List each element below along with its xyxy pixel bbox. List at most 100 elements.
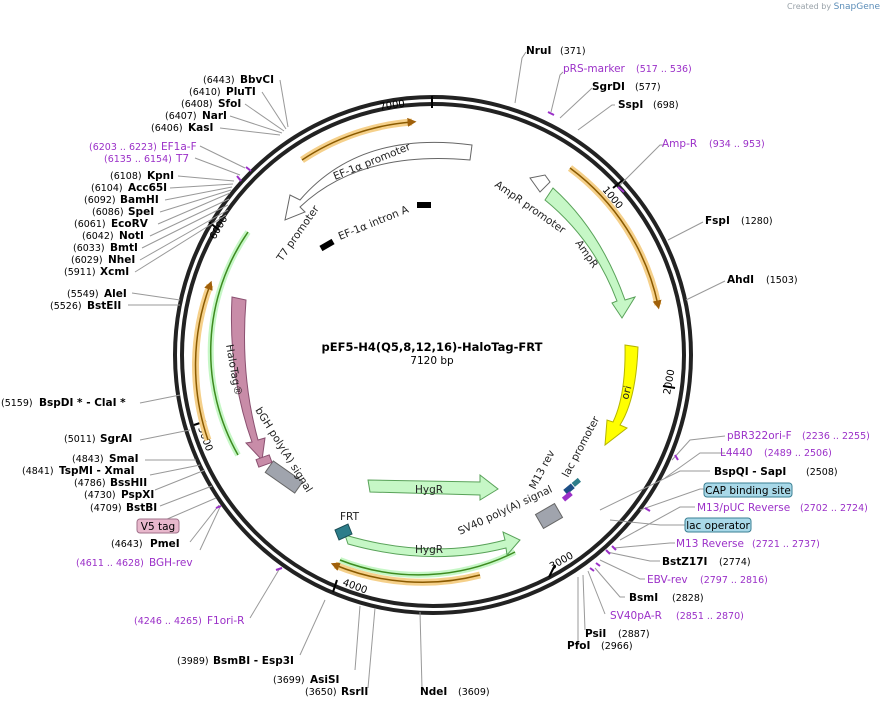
enzyme-nari[interactable]: NarI (202, 110, 227, 122)
primer-prs-marker-range: (517 .. 536) (636, 64, 692, 75)
enzyme-asisi[interactable]: AsiSI (310, 674, 339, 686)
lac-operator-box[interactable] (684, 517, 752, 533)
enzyme-acc65i[interactable]: Acc65I (128, 182, 167, 194)
primer-pbr322ori-f-range: (2236 .. 2255) (802, 431, 870, 442)
hygr-arrow-2[interactable] (344, 531, 521, 558)
v5-tag-label: V5 tag (141, 521, 175, 533)
enzyme-bstbi[interactable]: BstBI (126, 502, 157, 514)
enzyme-sfoi[interactable]: SfoI (218, 98, 241, 110)
frt-block[interactable] (334, 523, 353, 541)
ampr-promoter-arrow[interactable] (529, 174, 551, 193)
sv40-polya-block[interactable] (534, 502, 564, 530)
enzyme-acc65i-pos: (6104) (91, 183, 123, 194)
primer-sv40pa-r[interactable]: SV40pA-R (610, 610, 662, 622)
ef1a-intron-mark (417, 202, 431, 208)
enzyme-bsmbi-esp3i-pos: (3989) (177, 656, 209, 667)
enzyme-kpni[interactable]: KpnI (147, 170, 174, 182)
enzyme-rsrii[interactable]: RsrII (341, 686, 368, 698)
enzyme-bstbi-pos: (4709) (90, 503, 122, 514)
enzyme-spei-pos: (6086) (92, 207, 124, 218)
ampr-arrow[interactable] (544, 187, 637, 319)
enzyme-bstz17i[interactable]: BstZ17I (662, 556, 707, 568)
plasmid-length: 7120 bp (410, 355, 454, 367)
enzyme-bspdi-clai[interactable]: BspDI * - ClaI * (39, 397, 126, 409)
enzyme-psii[interactable]: PsiI (585, 628, 606, 640)
enzyme-nhei-pos: (6029) (71, 255, 103, 266)
misc-feature-arcs (192, 117, 662, 586)
enzyme-noti-pos: (6042) (82, 231, 114, 242)
enzyme-kasi[interactable]: KasI (188, 122, 213, 134)
enzyme-ahdi[interactable]: AhdI (727, 274, 754, 286)
enzyme-kpni-pos: (6108) (110, 171, 142, 182)
snapgene-branding: Created by SnapGene (787, 2, 880, 12)
enzyme-sgrdi[interactable]: SgrDI (592, 81, 625, 93)
enzyme-nhei[interactable]: NheI (108, 254, 135, 266)
enzyme-pmei-pos: (4643) (111, 539, 143, 550)
enzyme-fspi[interactable]: FspI (705, 215, 730, 227)
enzyme-pfoi[interactable]: PfoI (567, 640, 590, 652)
enzyme-bmti[interactable]: BmtI (110, 242, 138, 254)
enzyme-ndei[interactable]: NdeI (420, 686, 447, 698)
enzyme-bbvci[interactable]: BbvCI (240, 74, 274, 86)
enzyme-bsmi[interactable]: BsmI (629, 592, 658, 604)
enzyme-nrui-pos: (371) (560, 46, 586, 57)
enzyme-smai[interactable]: SmaI (109, 453, 139, 465)
primer-m13-reverse[interactable]: M13 Reverse (676, 538, 744, 550)
enzyme-bsmbi-esp3i[interactable]: BsmBI - Esp3I (213, 655, 294, 667)
primer-m13-puc-reverse[interactable]: M13/pUC Reverse (697, 502, 790, 514)
v5-tag-box[interactable] (136, 518, 180, 534)
enzyme-bsshii[interactable]: BssHII (110, 477, 147, 489)
enzyme-sfoi-pos: (6408) (181, 99, 213, 110)
enzyme-tspmi-xmai[interactable]: TspMI - XmaI (59, 465, 135, 477)
m13-rev-mark (561, 491, 573, 502)
enzyme-pluti[interactable]: PluTI (226, 86, 256, 98)
tick-label-7000: 7000 (379, 99, 406, 113)
primer-amp-r[interactable]: Amp-R (662, 138, 697, 150)
enzyme-alei[interactable]: AleI (104, 288, 127, 300)
t7-mark (319, 238, 335, 252)
enzyme-pspxi-pos: (4730) (84, 490, 116, 501)
enzyme-ecorv[interactable]: EcoRV (111, 218, 149, 230)
enzyme-noti[interactable]: NotI (119, 230, 144, 242)
tick-label-2000: 2000 (662, 369, 677, 396)
enzyme-sgrai[interactable]: SgrAI (100, 433, 132, 445)
enzyme-bspqi-sapi[interactable]: BspQI - SapI (714, 466, 786, 478)
ef1a-promoter-label: EF-1α promoter (332, 141, 413, 183)
enzyme-pspxi[interactable]: PspXI (121, 489, 154, 501)
enzyme-bbvci-pos: (6443) (203, 75, 235, 86)
ef1a-promoter-arrow[interactable] (284, 141, 473, 221)
enzyme-bsshii-pos: (4786) (74, 478, 106, 489)
primer-f1ori-r[interactable]: F1ori-R (207, 615, 244, 627)
enzyme-bsteii[interactable]: BstEII (87, 300, 121, 312)
enzyme-nrui[interactable]: NruI (526, 45, 551, 57)
enzyme-sspi[interactable]: SspI (618, 99, 643, 111)
enzyme-xcmi[interactable]: XcmI (100, 266, 129, 278)
enzyme-bstz17i-pos: (2774) (719, 557, 751, 568)
enzyme-sspi-pos: (698) (653, 100, 679, 111)
primer-pbr322ori-f[interactable]: pBR322ori-F (727, 430, 792, 442)
ori-arrow[interactable] (604, 344, 639, 447)
primer-l4440[interactable]: L4440 (720, 447, 753, 459)
snapgene-logo-text: SnapGene (833, 2, 880, 12)
lac-operator-label: lac operator (686, 520, 750, 532)
primer-prs-marker[interactable]: pRS-marker (563, 63, 626, 75)
enzyme-bmti-pos: (6033) (73, 243, 105, 254)
v5-tag-block[interactable] (255, 454, 273, 468)
cap-binding-site-box[interactable] (703, 482, 793, 498)
hygr-arrow-1[interactable] (367, 473, 499, 501)
primer-sv40pa-r-range: (2851 .. 2870) (676, 611, 744, 622)
primer-t7[interactable]: T7 (175, 153, 189, 165)
enzyme-sgrdi-pos: (577) (635, 82, 661, 93)
enzyme-pmei[interactable]: PmeI (150, 538, 180, 550)
enzyme-tspmi-xmai-pos: (4841) (22, 466, 54, 477)
enzyme-spei[interactable]: SpeI (128, 206, 154, 218)
primer-ef1a-f[interactable]: EF1a-F (161, 141, 197, 153)
primer-ebv-rev-range: (2797 .. 2816) (700, 575, 768, 586)
primer-bgh-rev[interactable]: BGH-rev (149, 557, 193, 569)
primer-ebv-rev[interactable]: EBV-rev (647, 574, 688, 586)
enzyme-pluti-pos: (6410) (189, 87, 221, 98)
enzyme-bamhi[interactable]: BamHI (120, 194, 159, 206)
enzyme-bsteii-pos: (5526) (50, 301, 82, 312)
cap-binding-site-label: CAP binding site (705, 485, 791, 497)
bgh-polya-block[interactable] (264, 460, 304, 494)
